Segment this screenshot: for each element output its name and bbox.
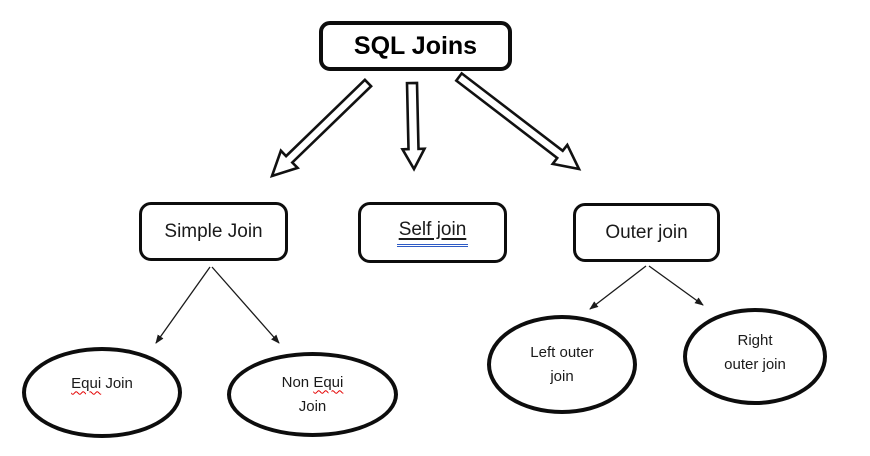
node-outer-join: Outer join	[573, 203, 720, 262]
node-non-equi-join: Non Equi Join	[227, 352, 398, 437]
right-outer-line1: Right	[737, 331, 773, 349]
block-arrow-root-to-simple-join	[269, 77, 373, 179]
node-simple-join-label: Simple Join	[164, 220, 263, 242]
non-word: Non	[281, 373, 310, 391]
node-simple-join: Simple Join	[139, 202, 288, 261]
arrow-outer-to-right-outer-join	[648, 265, 704, 306]
arrow-outer-to-left-outer-join	[589, 265, 647, 310]
non-equi-line2: Join	[298, 397, 327, 415]
non-equi-line1: Non Equi	[282, 371, 344, 395]
node-outer-join-label: Outer join	[605, 221, 688, 243]
left-outer-line2: join	[550, 367, 574, 385]
node-right-outer-join: Right outer join	[683, 308, 827, 405]
node-self-join-label: Self join	[396, 219, 469, 247]
right-outer-line2: outer join	[724, 355, 786, 373]
block-arrow-root-to-outer-join	[454, 71, 582, 171]
node-sql-joins-label: SQL Joins	[353, 31, 478, 60]
node-sql-joins: SQL Joins	[319, 21, 512, 71]
node-left-outer-join: Left outer join	[487, 315, 637, 414]
block-arrow-root-to-self-join	[400, 81, 427, 172]
node-self-join: Self join	[358, 202, 507, 263]
arrow-simple-to-non-equi-join	[211, 266, 280, 344]
arrow-simple-to-equi-join	[155, 266, 211, 344]
equi-word-rest: Join	[105, 374, 133, 392]
equi-word-spellchecked: Equi	[71, 374, 102, 392]
node-equi-join-label: Equi Join	[71, 372, 133, 396]
left-outer-line1: Left outer	[530, 343, 594, 361]
node-equi-join: Equi Join	[22, 347, 182, 438]
equi-word-spellchecked: Equi	[313, 373, 344, 391]
